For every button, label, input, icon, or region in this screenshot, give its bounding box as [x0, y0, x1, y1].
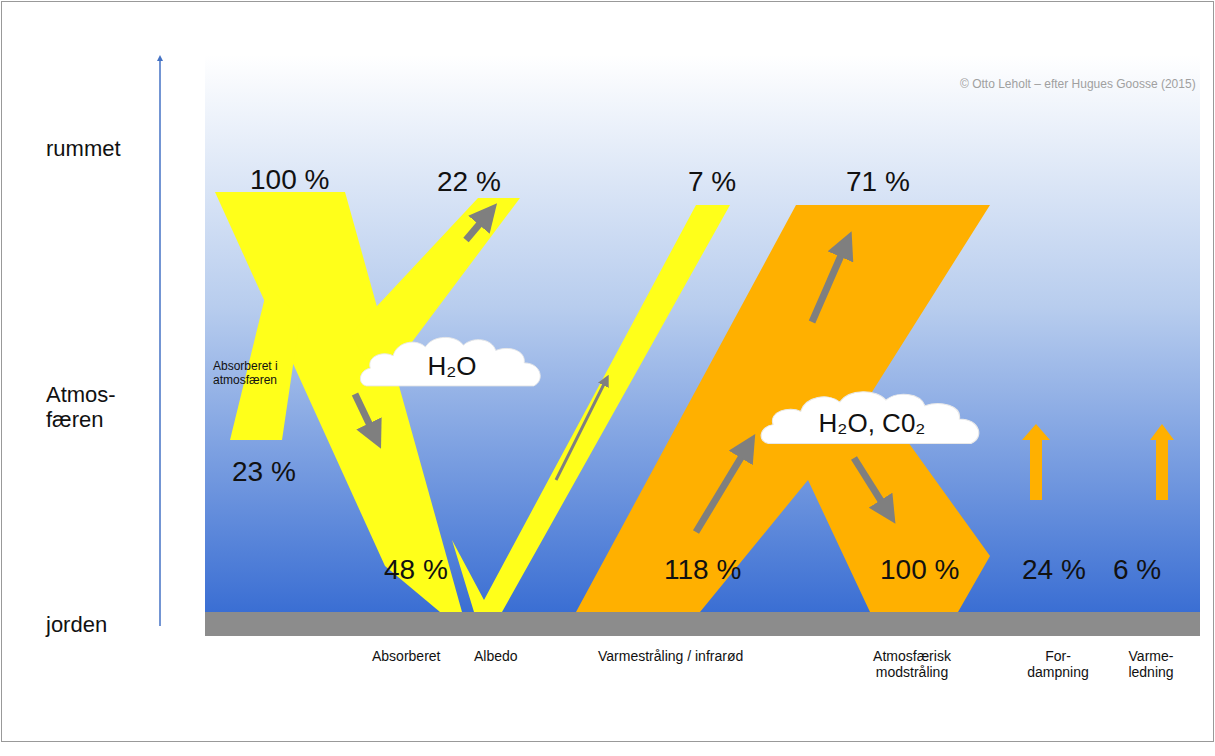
- direction-arrow: [355, 394, 375, 436]
- infrared-band: [576, 205, 990, 612]
- axis-or-flow-label: Absorberet: [372, 648, 440, 664]
- direction-arrow: [696, 446, 748, 532]
- direction-arrow: [466, 214, 488, 240]
- cloud: H₂O, C0₂: [757, 385, 987, 451]
- cloud-label: H₂O, C0₂: [819, 408, 926, 439]
- percent-value: 22 %: [437, 166, 501, 198]
- axis-or-flow-label: Absorberet i atmosfæren: [213, 360, 309, 388]
- axis-or-flow-label: Albedo: [474, 648, 518, 664]
- axis-or-flow-label: Varmestråling / infrarød: [598, 648, 743, 664]
- percent-value: 6 %: [1113, 554, 1161, 586]
- cloud: H₂O: [357, 331, 547, 393]
- direction-arrow: [812, 244, 846, 322]
- axis-or-flow-label: rummet: [46, 136, 121, 161]
- axis-or-flow-label: Atmosfærisk modstråling: [862, 648, 962, 680]
- axis-or-flow-label: jorden: [46, 612, 107, 637]
- direction-arrow: [556, 380, 606, 480]
- percent-value: 118 %: [664, 554, 741, 586]
- percent-value: 100 %: [880, 554, 959, 586]
- axis-or-flow-label: Atmos- færen: [46, 382, 126, 433]
- percent-value: 48 %: [384, 554, 448, 586]
- sky-panel: [205, 55, 1200, 613]
- percent-value: 71 %: [846, 166, 910, 198]
- conduction-arrow: [1150, 424, 1174, 500]
- evaporation-arrow: [1022, 424, 1050, 500]
- percent-value: 7 %: [688, 166, 736, 198]
- frame: [2, 2, 1214, 742]
- percent-value: 100 %: [250, 164, 329, 196]
- percent-value: 24 %: [1022, 554, 1086, 586]
- ground-bar: [205, 612, 1200, 636]
- axis-arrow: [159, 58, 161, 626]
- axis-or-flow-label: For- dampning: [1025, 648, 1091, 680]
- axis-or-flow-label: Varme- ledning: [1122, 648, 1180, 680]
- cloud-label: H₂O: [427, 351, 476, 382]
- watermark: © Otto Leholt – efter Hugues Goosse (201…: [960, 78, 1196, 92]
- direction-arrow: [854, 458, 888, 512]
- percent-value: 23 %: [232, 456, 296, 488]
